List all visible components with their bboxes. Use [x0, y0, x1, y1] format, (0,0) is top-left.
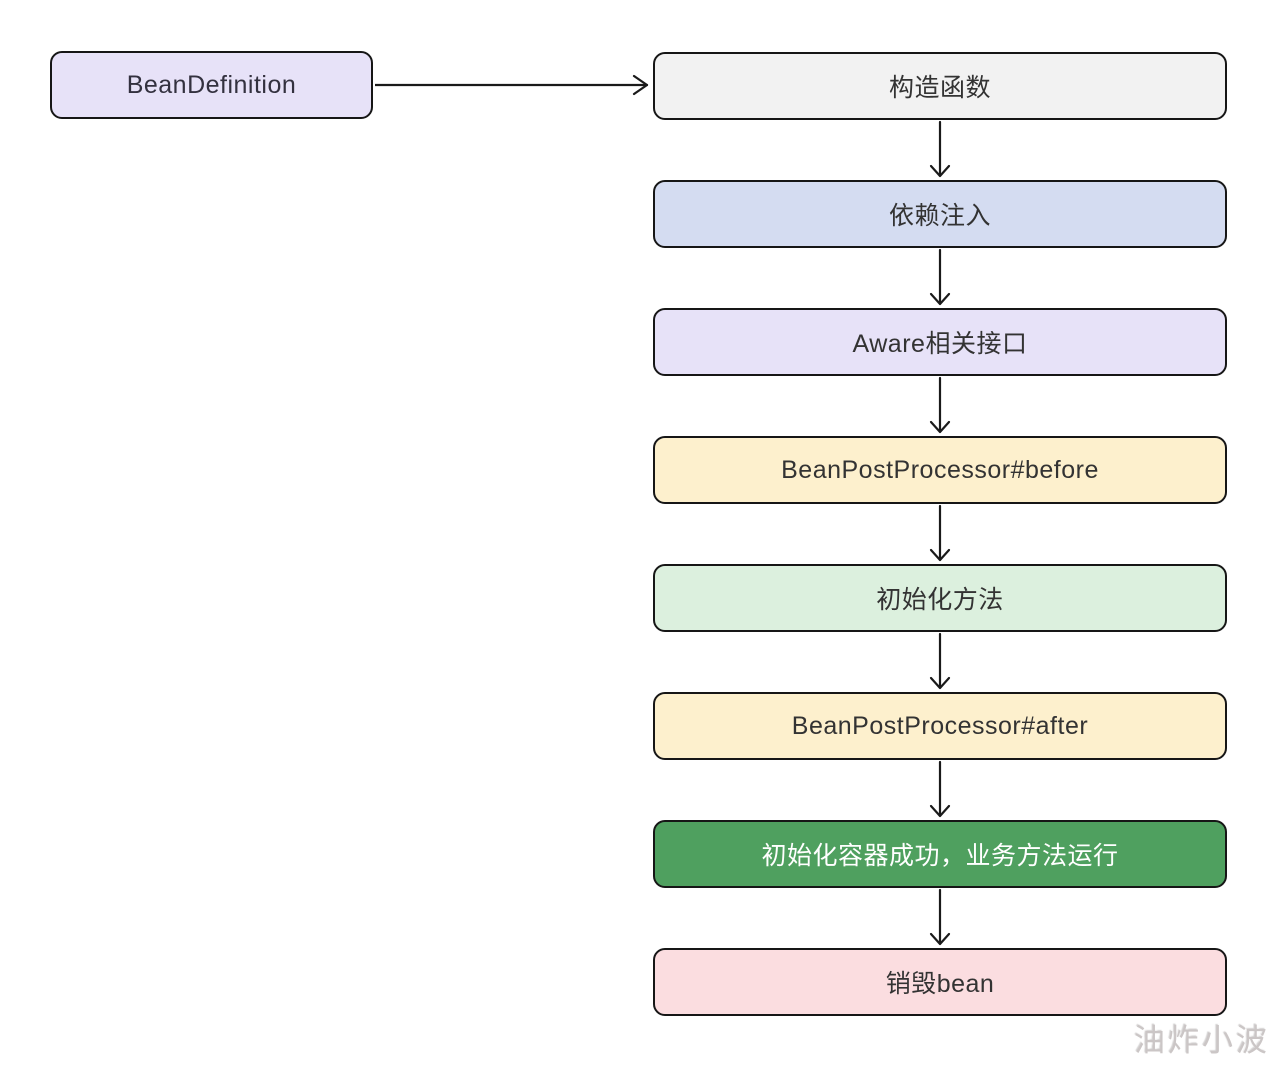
- arrow-down-1: [929, 120, 951, 178]
- flow-step-init-method: 初始化方法: [653, 564, 1227, 632]
- node-beandefinition: BeanDefinition: [50, 51, 373, 119]
- arrow-down-7: [929, 888, 951, 946]
- arrow-down-6: [929, 760, 951, 818]
- flow-step-destroy-bean: 销毁bean: [653, 948, 1227, 1016]
- arrow-down-3: [929, 376, 951, 434]
- watermark: 油炸小波: [1134, 1023, 1270, 1058]
- flow-step-container-initialized: 初始化容器成功，业务方法运行: [653, 820, 1227, 888]
- flow-step-beanpostprocessor-before: BeanPostProcessor#before: [653, 436, 1227, 504]
- arrow-down-4: [929, 504, 951, 562]
- flow-step-aware-interfaces: Aware相关接口: [653, 308, 1227, 376]
- arrow-beandefinition-to-constructor: [375, 74, 649, 96]
- flow-step-constructor: 构造函数: [653, 52, 1227, 120]
- flow-step-beanpostprocessor-after: BeanPostProcessor#after: [653, 692, 1227, 760]
- arrow-down-5: [929, 632, 951, 690]
- arrow-down-2: [929, 248, 951, 306]
- flow-step-dependency-injection: 依赖注入: [653, 180, 1227, 248]
